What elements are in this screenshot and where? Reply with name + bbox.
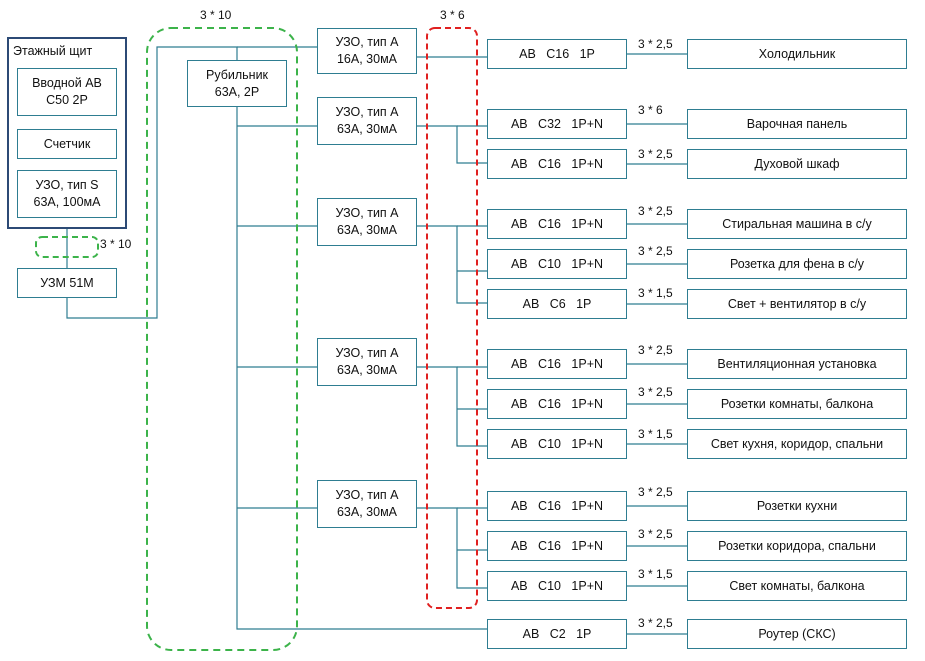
green-small-cable-outline: [35, 236, 99, 258]
rcd-4-line1: УЗО, тип А: [335, 346, 399, 360]
main-cable-label: 3 * 10: [200, 8, 232, 22]
load-9: Свет кухня, коридор, спальни: [687, 429, 907, 459]
load-13: Роутер (СКС): [687, 619, 907, 649]
load-4: Стиральная машина в с/у: [687, 209, 907, 239]
circuit-breaker-1: АВ С16 1Р: [487, 39, 627, 69]
main-switch: Рубильник 63А, 2Р: [187, 60, 287, 107]
load-6: Свет + вентилятор в с/у: [687, 289, 907, 319]
circuit-cable-5: 3 * 2,5: [638, 244, 673, 258]
circuit-cable-12: 3 * 1,5: [638, 567, 673, 581]
rcd-4: УЗО, тип А 63А, 30мА: [317, 338, 417, 386]
wire-rcd4-out: [417, 366, 487, 447]
load-1: Холодильник: [687, 39, 907, 69]
circuit-cable-13: 3 * 2,5: [638, 616, 673, 630]
circuit-breaker-9: АВ С10 1Р+N: [487, 429, 627, 459]
rcd-1-line2: 16А, 30мА: [336, 52, 398, 66]
circuit-breaker-11: АВ С16 1Р+N: [487, 531, 627, 561]
panel-cable-label: 3 * 10: [100, 237, 132, 251]
main-switch-line2: 63А, 2Р: [214, 84, 260, 99]
circuit-breaker-5: АВ С10 1Р+N: [487, 249, 627, 279]
rcd-5-line1: УЗО, тип А: [335, 488, 399, 502]
circuit-cable-9: 3 * 1,5: [638, 427, 673, 441]
circuit-cable-10: 3 * 2,5: [638, 485, 673, 499]
circuit-cable-6: 3 * 1,5: [638, 286, 673, 300]
circuit-cable-1: 3 * 2,5: [638, 37, 673, 51]
green-cable-group-outline: [146, 27, 298, 651]
rcd-1: УЗО, тип А 16А, 30мА: [317, 28, 417, 74]
circuit-cable-2: 3 * 6: [638, 103, 663, 117]
input-breaker-line1: Вводной АВ: [32, 76, 102, 90]
load-2: Варочная панель: [687, 109, 907, 139]
circuit-breaker-2: АВ С32 1Р+N: [487, 109, 627, 139]
circuit-cable-11: 3 * 2,5: [638, 527, 673, 541]
rcd-4-line2: 63А, 30мА: [336, 363, 398, 377]
rcd-3-line2: 63А, 30мА: [336, 223, 398, 237]
load-11: Розетки коридора, спальни: [687, 531, 907, 561]
circuit-cable-3: 3 * 2,5: [638, 147, 673, 161]
rcd-5: УЗО, тип А 63А, 30мА: [317, 480, 417, 528]
circuit-cable-7: 3 * 2,5: [638, 343, 673, 357]
circuit-breaker-7: АВ С16 1Р+N: [487, 349, 627, 379]
load-10: Розетки кухни: [687, 491, 907, 521]
circuit-breaker-4: АВ С16 1Р+N: [487, 209, 627, 239]
meter: Счетчик: [17, 129, 117, 159]
circuit-breaker-8: АВ С16 1Р+N: [487, 389, 627, 419]
circuit-breaker-6: АВ С6 1Р: [487, 289, 627, 319]
rcd-2: УЗО, тип А 63А, 30мА: [317, 97, 417, 145]
circuit-breaker-3: АВ С16 1Р+N: [487, 149, 627, 179]
load-7: Вентиляционная установка: [687, 349, 907, 379]
wire-rcd2-out: [417, 125, 487, 164]
uzm-label: УЗМ 51М: [40, 275, 94, 290]
rcd-2-line2: 63А, 30мА: [336, 122, 398, 136]
load-3: Духовой шкаф: [687, 149, 907, 179]
floor-panel: [7, 37, 127, 229]
main-switch-line1: Рубильник: [205, 67, 269, 82]
wire-rcd3-out: [417, 225, 487, 304]
uzm-relay: УЗМ 51М: [17, 268, 117, 298]
input-breaker-line2: С50 2Р: [46, 93, 88, 107]
main-rcd: УЗО, тип S 63А, 100мА: [17, 170, 117, 218]
circuit-breaker-13: АВ С2 1Р: [487, 619, 627, 649]
main-rcd-line2: 63А, 100мА: [33, 195, 101, 209]
red-cable-group-outline: [426, 27, 478, 609]
rcd-5-line2: 63А, 30мА: [336, 505, 398, 519]
circuit-breaker-12: АВ С10 1Р+N: [487, 571, 627, 601]
load-5: Розетка для фена в с/у: [687, 249, 907, 279]
circuit-cable-8: 3 * 2,5: [638, 385, 673, 399]
rcd-3: УЗО, тип А 63А, 30мА: [317, 198, 417, 246]
rcd-1-line1: УЗО, тип А: [335, 35, 399, 49]
rcd-3-line1: УЗО, тип А: [335, 206, 399, 220]
meter-label: Счетчик: [43, 136, 91, 151]
rcd-2-line1: УЗО, тип А: [335, 105, 399, 119]
wire-rcd5-out: [417, 507, 487, 589]
floor-panel-title: Этажный щит: [13, 44, 93, 58]
bus-cable-label: 3 * 6: [440, 8, 465, 22]
wire-trunk: [236, 107, 487, 630]
input-breaker: Вводной АВ С50 2Р: [17, 68, 117, 116]
circuit-breaker-10: АВ С16 1Р+N: [487, 491, 627, 521]
main-rcd-line1: УЗО, тип S: [35, 178, 99, 192]
wire-uzm-switch: [66, 46, 238, 319]
circuit-cable-4: 3 * 2,5: [638, 204, 673, 218]
load-12: Свет комнаты, балкона: [687, 571, 907, 601]
load-8: Розетки комнаты, балкона: [687, 389, 907, 419]
